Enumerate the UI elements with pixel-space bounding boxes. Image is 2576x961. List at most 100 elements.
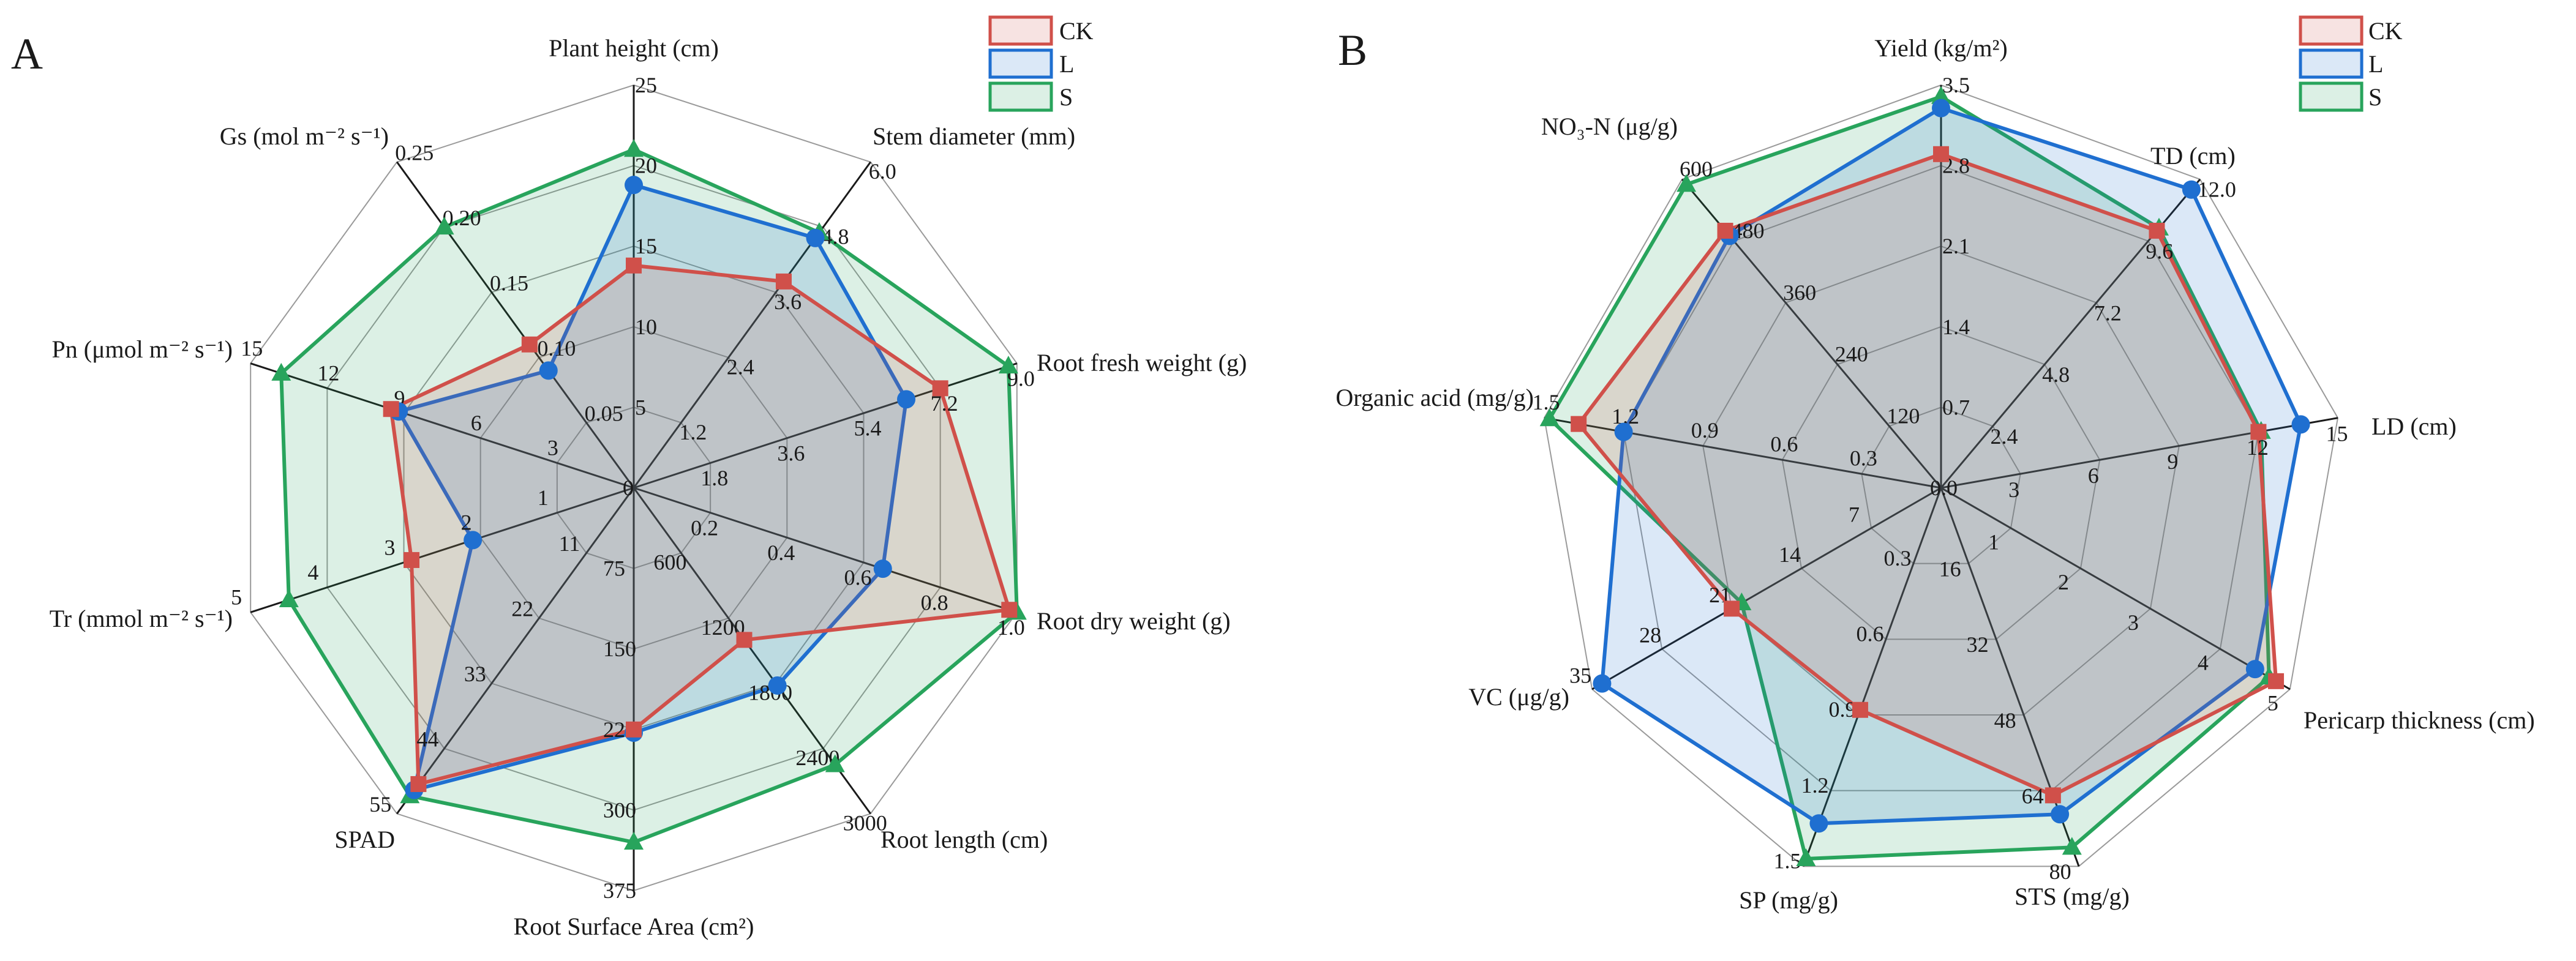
series-area-ck-b <box>1577 152 2278 798</box>
tick-label-center-a: 0 <box>623 476 634 500</box>
tick-label-yield-kg-m-1: 0.7 <box>1942 395 1970 419</box>
tick-label-pn-mol-m-s-2: 6 <box>471 411 482 435</box>
tick-label-root-length-cm-1: 600 <box>653 550 686 575</box>
data-point-ck-sts-mg-g <box>2045 787 2061 804</box>
tick-label-ld-cm-3: 9 <box>2167 449 2178 474</box>
data-point-ck-vc-g-g <box>1724 600 1740 617</box>
tick-label-sts-mg-g-3: 48 <box>1994 708 2016 733</box>
axis-label-organic-acid-mg-g: Organic acid (mg/g) <box>1335 384 1534 411</box>
tick-label-gs-mol-m-s-5: 0.25 <box>395 140 434 165</box>
data-point-ck-tr-mmol-m-s <box>404 552 420 568</box>
tick-label-vc-g-g-2: 14 <box>1779 542 1801 567</box>
tick-label-yield-kg-m-5: 3.5 <box>1942 73 1970 97</box>
tick-label-stem-diameter-mm-2: 2.4 <box>727 354 754 379</box>
axis-spoke-stem-diameter-mm <box>633 161 871 488</box>
legend-label-l-a: L <box>1059 50 1074 78</box>
data-point-ck-root-dry-weight-g <box>1001 602 1018 618</box>
tick-label-stem-diameter-mm-1: 1.2 <box>679 420 707 444</box>
data-point-s-sp-mg-g <box>1796 848 1816 866</box>
tick-label-stem-diameter-mm-5: 6.0 <box>869 159 896 184</box>
axis-label-vc-g-g: VC (μg/g) <box>1468 683 1569 711</box>
data-point-ck-root-surface-area-cm <box>626 721 642 738</box>
tick-label-sts-mg-g-1: 16 <box>1939 557 1961 581</box>
tick-label-root-dry-weight-g-4: 0.8 <box>921 590 948 615</box>
data-point-s-gs-mol-m-s <box>434 217 454 235</box>
panel-label-b: B <box>1338 26 1367 75</box>
tick-label-stem-diameter-mm-3: 3.6 <box>774 290 802 314</box>
grid-a <box>250 84 1018 892</box>
axis-label-ld-cm: LD (cm) <box>2371 413 2457 440</box>
tick-labels-a: 5101520251.22.43.64.86.01.83.65.47.29.00… <box>231 73 1035 903</box>
data-point-ck-spad <box>410 776 427 792</box>
axis-label-spad: SPAD <box>334 826 395 853</box>
legend-swatch-ck-b <box>2299 15 2364 46</box>
markers-a <box>271 139 1027 850</box>
data-point-l-root-length-cm <box>768 676 787 695</box>
tick-label-pericarp-thickness-cm-1: 1 <box>1988 529 1999 554</box>
data-point-ck-yield-kg-m <box>1933 146 1949 162</box>
tick-label-td-cm-3: 7.2 <box>2094 301 2122 325</box>
tick-labels-b: 0.71.42.12.83.52.44.87.29.612.0369121512… <box>1533 73 2348 884</box>
legend-swatch-s-a <box>988 81 1053 112</box>
data-point-s-organic-acid-mg-g <box>1539 408 1560 427</box>
tick-label-td-cm-2: 4.8 <box>2042 362 2070 387</box>
tick-label-td-cm-1: 2.4 <box>1991 424 2018 449</box>
tick-label-gs-mol-m-s-2: 0.10 <box>537 336 576 361</box>
tick-label-sp-mg-g-4: 1.2 <box>1801 773 1829 798</box>
data-point-ck-stem-diameter-mm <box>775 273 792 290</box>
tick-label-td-cm-4: 9.6 <box>2146 239 2173 263</box>
data-point-l-yield-kg-m <box>1932 99 1950 118</box>
data-point-l-ld-cm <box>2291 415 2310 434</box>
data-point-l-root-dry-weight-g <box>873 559 892 578</box>
legend-swatch-l-b <box>2299 48 2364 79</box>
tick-label-tr-mmol-m-s-3: 3 <box>384 535 395 559</box>
axis-label-no-n-g-g: NO₃-N (μg/g) <box>1541 113 1678 140</box>
axis-spoke-sp-mg-g <box>1802 487 1942 867</box>
data-point-l-organic-acid-mg-g <box>1614 422 1633 441</box>
legend-a: CK L S <box>988 15 1094 112</box>
tick-label-pericarp-thickness-cm-3: 3 <box>2128 610 2139 635</box>
tick-label-root-dry-weight-g-2: 0.4 <box>767 540 795 565</box>
data-point-s-yield-kg-m <box>1931 86 1951 104</box>
axis-spoke-pn-mol-m-s <box>250 362 634 489</box>
axis-label-pericarp-thickness-cm: Pericarp thickness (cm) <box>2304 706 2535 734</box>
data-point-ck-ld-cm <box>2250 424 2267 440</box>
tick-label-root-surface-area-cm-4: 300 <box>603 798 636 822</box>
tick-label-pn-mol-m-s-5: 15 <box>241 336 263 361</box>
axis-spoke-pericarp-thickness-cm <box>1940 487 2291 690</box>
tick-label-no-n-g-g-2: 240 <box>1835 342 1868 367</box>
tick-label-td-cm-5: 12.0 <box>2198 178 2236 202</box>
tick-label-vc-g-g-4: 28 <box>1639 623 1661 648</box>
data-point-ck-sp-mg-g <box>1852 701 1868 718</box>
data-point-s-root-length-cm <box>825 754 845 772</box>
tick-label-yield-kg-m-3: 2.1 <box>1942 234 1970 258</box>
data-point-ck-root-fresh-weight-g <box>932 380 948 397</box>
legend-swatch-s-b <box>2299 81 2364 112</box>
tick-label-root-surface-area-cm-1: 75 <box>603 556 625 581</box>
tick-label-pericarp-thickness-cm-2: 2 <box>2058 570 2069 594</box>
data-point-l-stem-diameter-mm <box>806 228 825 247</box>
axis-spoke-spad <box>396 487 635 815</box>
tick-label-pericarp-thickness-cm-5: 5 <box>2267 691 2278 716</box>
radar-chart-a: A 5101520251.22.43.64.86.01.83.65.47.29.… <box>11 15 1247 940</box>
grid-ring-5 <box>1543 84 2339 867</box>
tick-label-spad-1: 11 <box>559 531 580 556</box>
tick-label-root-fresh-weight-g-3: 5.4 <box>854 416 882 441</box>
tick-label-plant-height-cm-4: 20 <box>635 154 657 178</box>
axis-spoke-tr-mmol-m-s <box>250 487 634 613</box>
data-point-ck-organic-acid-mg-g <box>1571 416 1587 432</box>
grid-ring-4 <box>1623 165 2259 791</box>
legend-label-l-b: L <box>2368 50 2383 78</box>
tick-label-vc-g-g-1: 7 <box>1849 502 1860 526</box>
legend-label-ck-b: CK <box>2368 17 2403 45</box>
tick-label-root-fresh-weight-g-1: 1.8 <box>700 466 728 490</box>
grid-ring-3 <box>1702 245 2180 716</box>
axis-label-sts-mg-g: STS (mg/g) <box>2015 883 2130 910</box>
data-point-s-root-surface-area-cm <box>624 832 644 850</box>
tick-label-organic-acid-mg-g-3: 0.9 <box>1691 418 1719 443</box>
axis-spoke-gs-mol-m-s <box>396 161 635 488</box>
tick-label-spad-3: 33 <box>464 662 486 686</box>
tick-label-tr-mmol-m-s-1: 1 <box>538 485 549 510</box>
data-point-s-pn-mol-m-s <box>271 362 291 381</box>
